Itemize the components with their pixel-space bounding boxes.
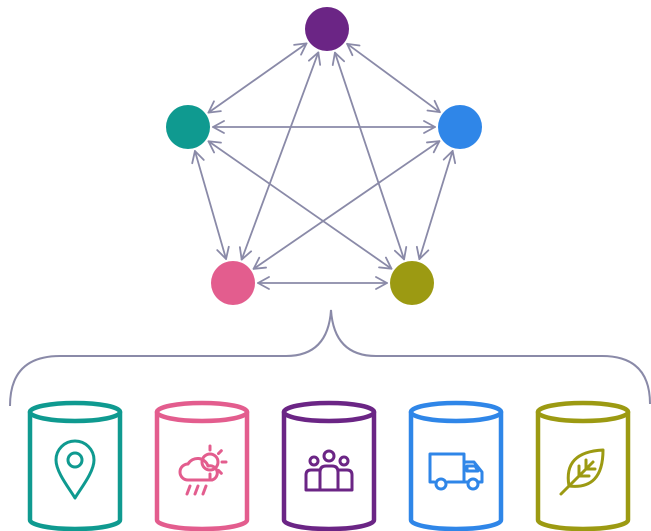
database-top [27,400,123,424]
database-map-pin [27,400,123,531]
database-weather [154,400,250,531]
map-pin-icon [54,439,96,500]
edge-purple-teal [207,42,308,114]
leaf-icon [559,448,605,496]
database-truck [408,400,504,531]
database-top [281,400,377,424]
database-body [535,409,631,531]
node-purple [305,7,349,51]
edge-purple-olive [331,51,408,261]
database-people [281,400,377,531]
edge-pink-olive [257,276,388,290]
edge-blue-pink [252,140,441,270]
database-top [408,400,504,424]
database-top [154,400,250,424]
weather-icon [178,444,228,496]
node-teal [166,105,210,149]
database-top [535,400,631,424]
database-body [27,409,123,531]
nodes-layer [166,7,482,305]
database-leaf [535,400,631,531]
database-body [281,409,377,531]
database-body [154,409,250,531]
edge-teal-pink [191,150,230,260]
databases-layer [27,400,631,531]
edge-teal-blue [212,120,436,134]
edges-layer [191,42,457,290]
edge-teal-olive [207,140,393,270]
edge-blue-olive [415,149,457,261]
curly-bracket [9,309,651,407]
people-icon [304,449,354,492]
edge-purple-pink [238,51,322,261]
node-blue [438,105,482,149]
database-body [408,409,504,531]
node-olive [390,261,434,305]
node-pink [211,261,255,305]
edge-purple-blue [346,42,441,114]
truck-icon [428,452,484,491]
